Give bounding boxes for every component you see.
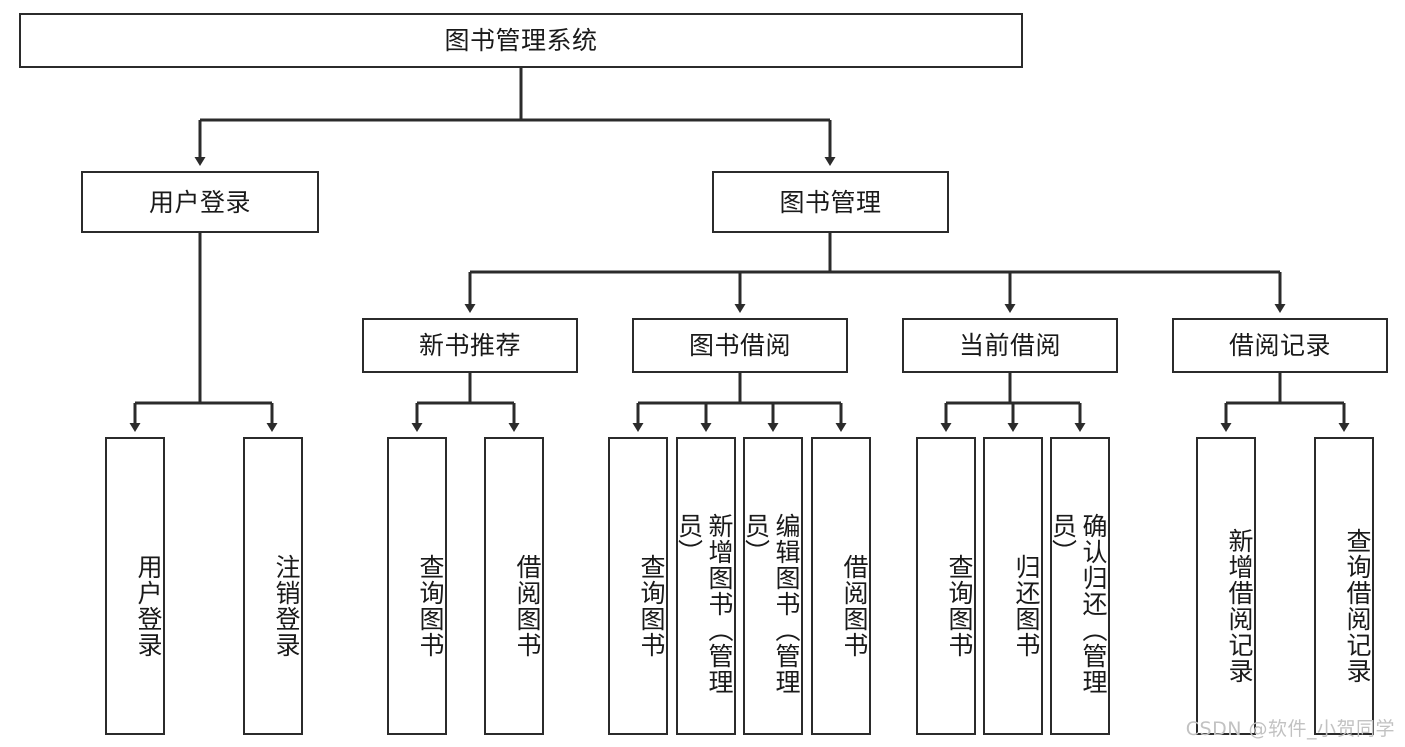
node-leaf-edit-book-label: 编辑图书（管理员） xyxy=(741,513,802,695)
node-borrow-record-label: 借阅记录 xyxy=(1228,331,1331,360)
node-book-borrow[interactable]: 图书借阅 xyxy=(632,318,848,373)
node-leaf-query-book-2[interactable]: 查询图书 xyxy=(608,437,668,735)
node-leaf-borrow-book-2-label: 借阅图书 xyxy=(840,554,869,658)
node-new-book-recommend[interactable]: 新书推荐 xyxy=(362,318,578,373)
node-leaf-borrow-book-1[interactable]: 借阅图书 xyxy=(484,437,544,735)
node-current-borrow[interactable]: 当前借阅 xyxy=(902,318,1118,373)
node-leaf-query-book-3[interactable]: 查询图书 xyxy=(916,437,976,735)
node-leaf-return-book-label: 归还图书 xyxy=(1012,554,1041,658)
node-leaf-query-book-3-label: 查询图书 xyxy=(945,554,974,658)
watermark-text: CSDN @软件_小贺同学 xyxy=(1185,718,1395,740)
node-leaf-add-record-label: 新增借阅记录 xyxy=(1225,528,1254,684)
node-leaf-edit-book[interactable]: 编辑图书（管理员） xyxy=(741,437,803,735)
node-root-label: 图书管理系统 xyxy=(444,26,598,55)
node-leaf-user-login-label: 用户登录 xyxy=(134,554,163,658)
node-leaf-borrow-book-2[interactable]: 借阅图书 xyxy=(811,437,871,735)
node-user-login-label: 用户登录 xyxy=(148,187,251,217)
node-new-book-recommend-label: 新书推荐 xyxy=(418,331,521,360)
node-borrow-record[interactable]: 借阅记录 xyxy=(1172,318,1388,373)
node-leaf-user-login[interactable]: 用户登录 xyxy=(105,437,165,735)
node-leaf-add-record[interactable]: 新增借阅记录 xyxy=(1196,437,1256,735)
node-leaf-confirm-return[interactable]: 确认归还（管理员） xyxy=(1048,437,1110,735)
node-root-system[interactable]: 图书管理系统 xyxy=(19,13,1023,68)
node-leaf-query-record-label: 查询借阅记录 xyxy=(1343,528,1372,684)
node-book-management-label: 图书管理 xyxy=(779,187,882,217)
node-user-login[interactable]: 用户登录 xyxy=(81,171,319,233)
node-leaf-add-book-label: 新增图书（管理员） xyxy=(674,513,735,695)
node-leaf-return-book[interactable]: 归还图书 xyxy=(983,437,1043,735)
node-leaf-query-book-1[interactable]: 查询图书 xyxy=(387,437,447,735)
node-leaf-confirm-return-label: 确认归还（管理员） xyxy=(1048,513,1109,695)
node-leaf-logout[interactable]: 注销登录 xyxy=(243,437,303,735)
node-leaf-logout-label: 注销登录 xyxy=(272,554,301,658)
node-current-borrow-label: 当前借阅 xyxy=(958,331,1061,360)
node-leaf-query-record[interactable]: 查询借阅记录 xyxy=(1314,437,1374,735)
node-book-borrow-label: 图书借阅 xyxy=(688,331,791,360)
node-leaf-query-book-1-label: 查询图书 xyxy=(416,554,445,658)
node-leaf-add-book[interactable]: 新增图书（管理员） xyxy=(674,437,736,735)
node-book-management[interactable]: 图书管理 xyxy=(712,171,949,233)
node-leaf-borrow-book-1-label: 借阅图书 xyxy=(513,554,542,658)
node-leaf-query-book-2-label: 查询图书 xyxy=(637,554,666,658)
